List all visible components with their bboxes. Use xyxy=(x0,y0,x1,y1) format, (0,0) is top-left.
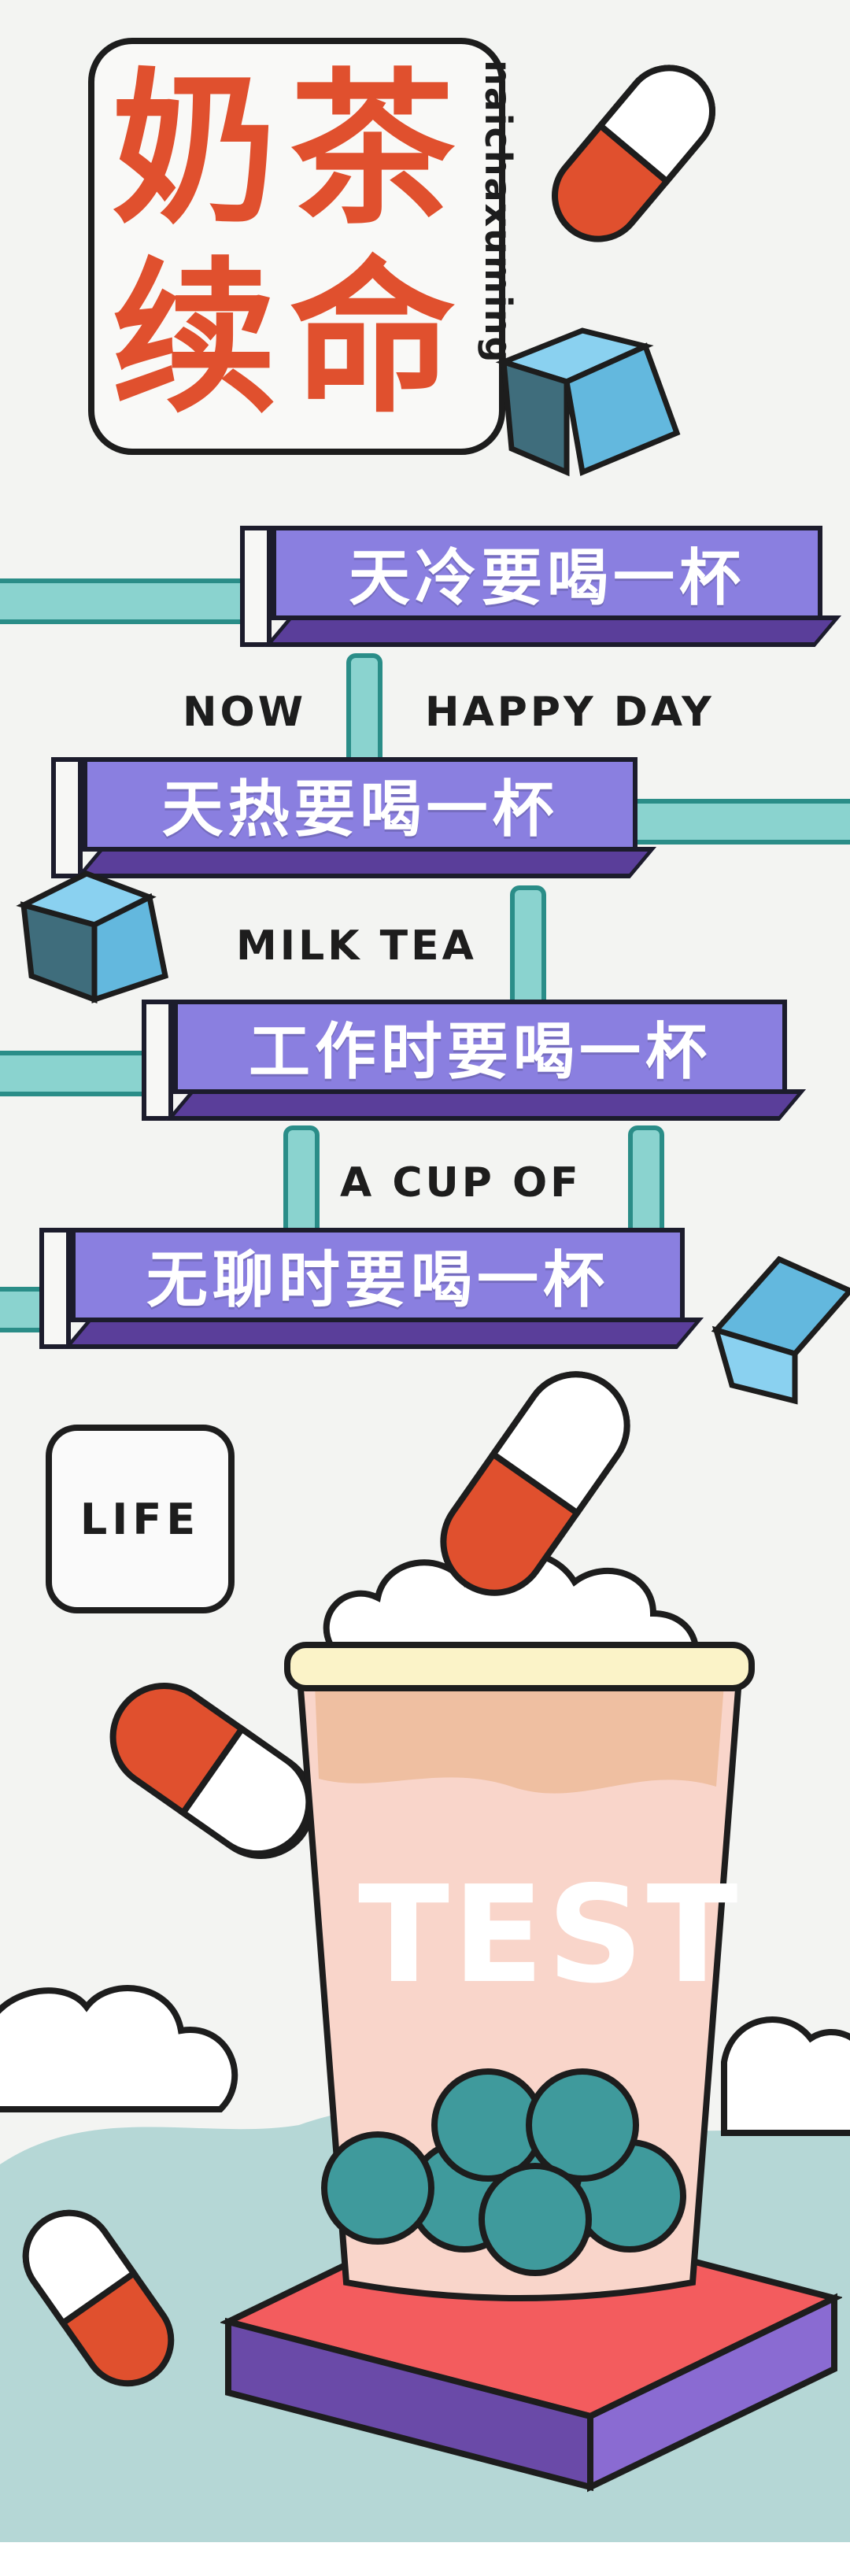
title-char-nai: 奶 xyxy=(112,54,278,246)
pill-icon xyxy=(109,1682,316,1860)
life-label: LIFE xyxy=(79,1494,201,1544)
life-box: LIFE xyxy=(46,1425,235,1613)
title-char-xu: 续 xyxy=(112,242,278,435)
banner-3-text: 工作时要喝一杯 xyxy=(248,1017,711,1088)
banner-4-text: 无聊时要喝一杯 xyxy=(146,1245,609,1316)
pill-icon xyxy=(552,65,715,242)
banner-1: 天冷要喝一杯 xyxy=(240,526,841,647)
title-pinyin: naichaxuming xyxy=(477,60,519,364)
pill-icon xyxy=(22,2209,175,2387)
banner-2-text: 天热要喝一杯 xyxy=(161,774,559,845)
label-now: NOW xyxy=(183,689,307,736)
label-milk-tea: MILK TEA xyxy=(236,922,477,970)
pipe-vert-3b xyxy=(628,1125,664,1244)
banner-3: 工作时要喝一杯 xyxy=(142,1000,806,1121)
title-char-cha: 茶 xyxy=(290,54,456,246)
cup-label: TEST xyxy=(358,1857,741,2013)
banner-2: 天热要喝一杯 xyxy=(51,757,656,878)
pipe-left-1 xyxy=(0,578,260,624)
cube-icon xyxy=(16,870,169,1004)
pipe-right-2 xyxy=(622,799,850,844)
cube-icon xyxy=(711,1255,850,1405)
pill-icon xyxy=(440,1371,630,1596)
cube-icon xyxy=(495,327,681,477)
label-happy-day: HAPPY DAY xyxy=(425,689,715,736)
title-char-ming: 命 xyxy=(290,242,456,435)
milk-tea-cup xyxy=(284,1549,755,2301)
banner-4: 无聊时要喝一杯 xyxy=(39,1228,704,1349)
title-box: 奶 茶 续 命 naichaxuming xyxy=(88,38,519,455)
label-a-cup-of: A CUP OF xyxy=(340,1159,582,1207)
banner-1-text: 天冷要喝一杯 xyxy=(348,543,745,614)
pipe-vert-3a xyxy=(283,1125,320,1244)
